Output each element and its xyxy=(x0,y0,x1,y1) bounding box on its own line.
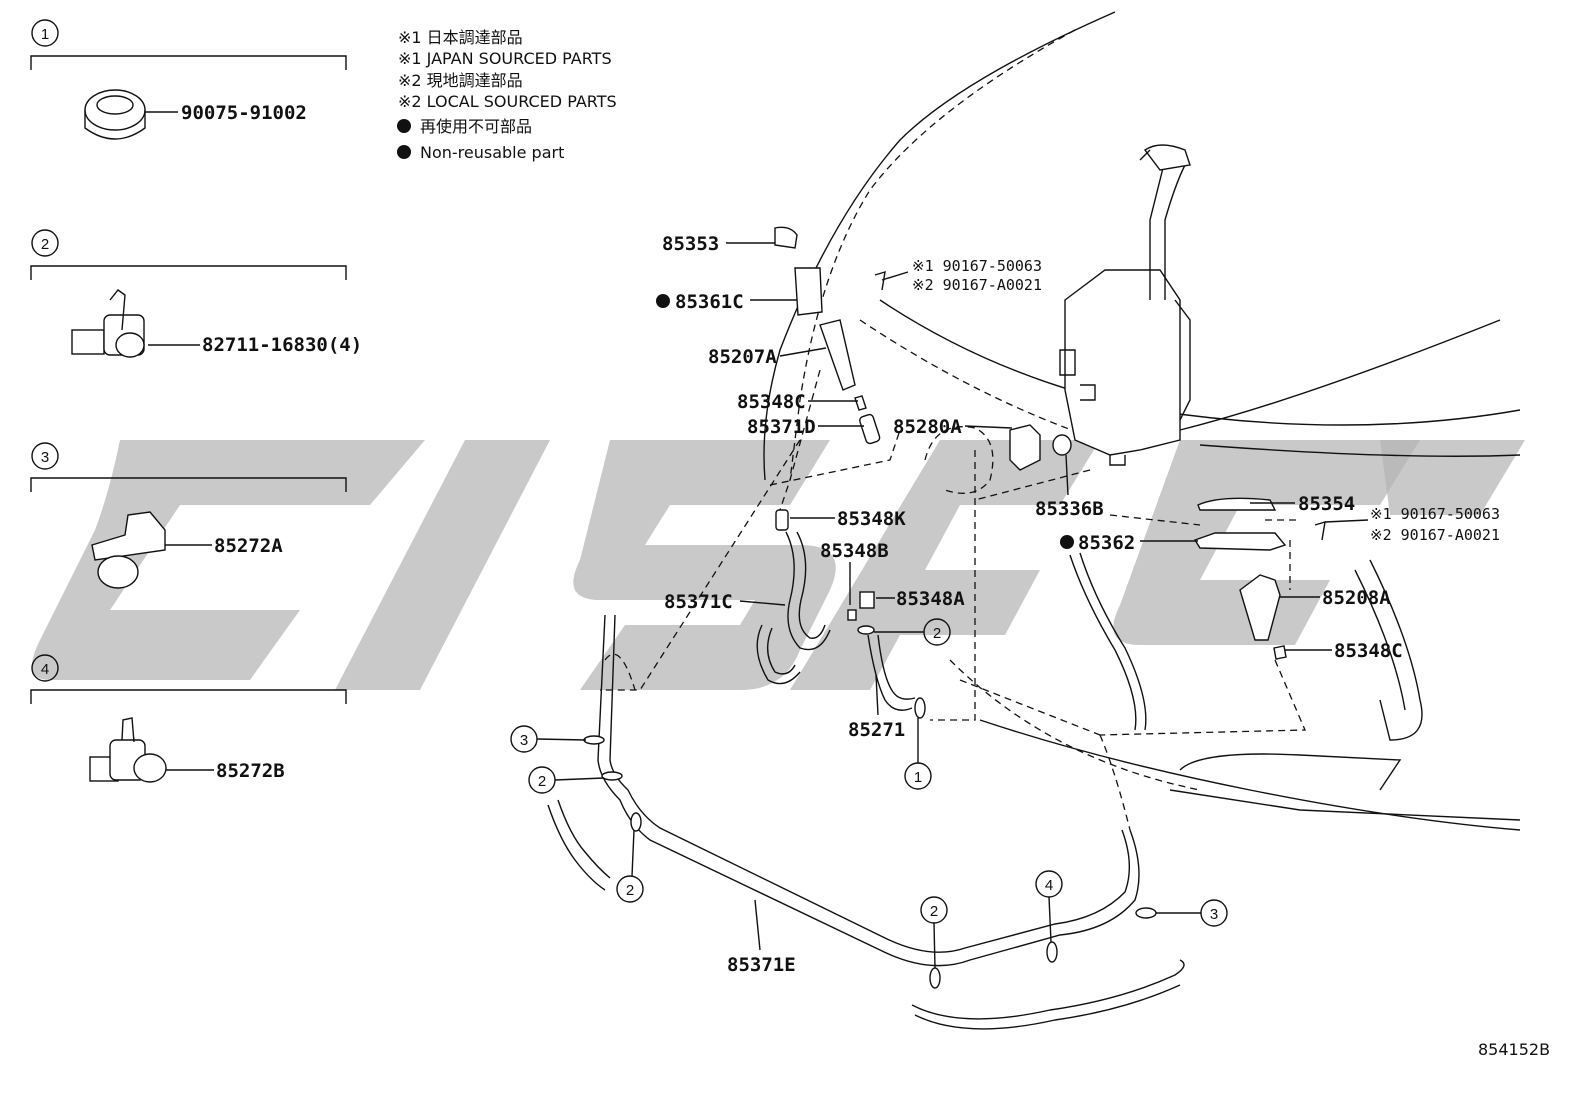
hose-clips xyxy=(583,735,1157,989)
label-85353: 85353 xyxy=(662,233,719,255)
label-85348a: 85348A xyxy=(896,588,965,610)
part-number: 82711-16830(4) xyxy=(202,334,362,356)
clip-icon xyxy=(89,717,167,783)
label-85208a: 85208A xyxy=(1322,587,1391,609)
label-85362: 85362 xyxy=(1078,532,1135,554)
right-nozzle-assembly xyxy=(1193,497,1326,660)
callout-number: 2 xyxy=(41,236,49,253)
label-85271: 85271 xyxy=(848,719,905,741)
callout-c2-lower: 2 xyxy=(626,882,634,899)
label-85371d: 85371D xyxy=(747,416,816,438)
callout-c3-left: 3 xyxy=(520,732,528,749)
callout-circle xyxy=(31,229,59,257)
label-85371e: 85371E xyxy=(727,954,796,976)
note-nonreuse-en: Non-reusable part xyxy=(420,143,564,162)
part-labels: 85353 85361C 85207A 85348C 85371D 85280A… xyxy=(656,233,1500,976)
note-japan-en: ※1 JAPAN SOURCED PARTS xyxy=(398,49,612,68)
hose-callouts: 2 1 3 2 2 2 4 3 xyxy=(510,618,1228,969)
dashed-routing xyxy=(600,369,1306,831)
callout-number: 1 xyxy=(41,26,49,43)
nonreusable-dot-icon xyxy=(656,294,670,308)
clip-legend-3: 3 85272A xyxy=(30,442,347,589)
legend-notes: ※1 日本調達部品 ※1 JAPAN SOURCED PARTS ※2 現地調達… xyxy=(397,28,617,162)
label-85361c: 85361C xyxy=(675,291,744,313)
callout-circle xyxy=(31,654,59,682)
diagram-id: 854152B xyxy=(1478,1040,1550,1059)
note-local-jp: ※2 現地調達部品 xyxy=(398,71,523,90)
nonreusable-dot-icon xyxy=(397,145,411,159)
part-number: 85272A xyxy=(214,535,283,557)
note-nonreuse-jp: 再使用不可部品 xyxy=(420,117,532,136)
label-bolt-right-1: ※1 90167-50063 xyxy=(1370,505,1500,523)
callout-c4-mid: 4 xyxy=(1045,877,1053,894)
clip-legend-4: 4 85272B xyxy=(30,654,347,783)
callout-c1-85271: 1 xyxy=(914,769,922,786)
hoses xyxy=(547,531,1185,1030)
label-85348b: 85348B xyxy=(820,540,889,562)
label-bolt-right-2: ※2 90167-A0021 xyxy=(1370,526,1500,544)
label-85280a: 85280A xyxy=(893,416,962,438)
callout-number: 4 xyxy=(41,661,49,678)
note-japan-jp: ※1 日本調達部品 xyxy=(398,28,523,47)
label-85348k: 85348K xyxy=(837,508,906,530)
callout-number: 3 xyxy=(41,449,49,466)
clip-legend-1: 1 90075-91002 xyxy=(30,19,347,140)
callout-c2-85271: 2 xyxy=(933,625,941,642)
washer-pump xyxy=(1009,424,1072,471)
clip-icon xyxy=(71,289,145,358)
nonreusable-dot-icon xyxy=(397,119,411,133)
callout-c2-mid: 2 xyxy=(930,903,938,920)
callout-c2-left: 2 xyxy=(538,773,546,790)
callout-c3-right: 3 xyxy=(1210,906,1218,923)
part-number: 85272B xyxy=(216,760,285,782)
label-85207a: 85207A xyxy=(708,346,777,368)
label-85371c: 85371C xyxy=(664,591,733,613)
hose-clamp-icon xyxy=(84,89,146,140)
label-85336b: 85336B xyxy=(1035,498,1104,520)
callout-circle xyxy=(31,442,59,470)
part-number: 90075-91002 xyxy=(181,102,307,124)
note-local-en: ※2 LOCAL SOURCED PARTS xyxy=(398,92,617,111)
connectors xyxy=(775,509,926,719)
clip-legend-2: 2 82711-16830(4) xyxy=(30,229,362,358)
bracket-clip-icon xyxy=(91,511,166,589)
left-nozzle-assembly xyxy=(774,226,886,445)
label-bolt-top-2: ※2 90167-A0021 xyxy=(912,276,1042,294)
label-85348c-right: 85348C xyxy=(1334,640,1403,662)
label-bolt-top-1: ※1 90167-50063 xyxy=(912,257,1042,275)
nonreusable-dot-icon xyxy=(1060,535,1074,549)
washer-tank xyxy=(1059,144,1191,466)
callout-circle xyxy=(31,19,59,47)
label-85348c-left: 85348C xyxy=(737,391,806,413)
label-85354: 85354 xyxy=(1298,493,1355,515)
